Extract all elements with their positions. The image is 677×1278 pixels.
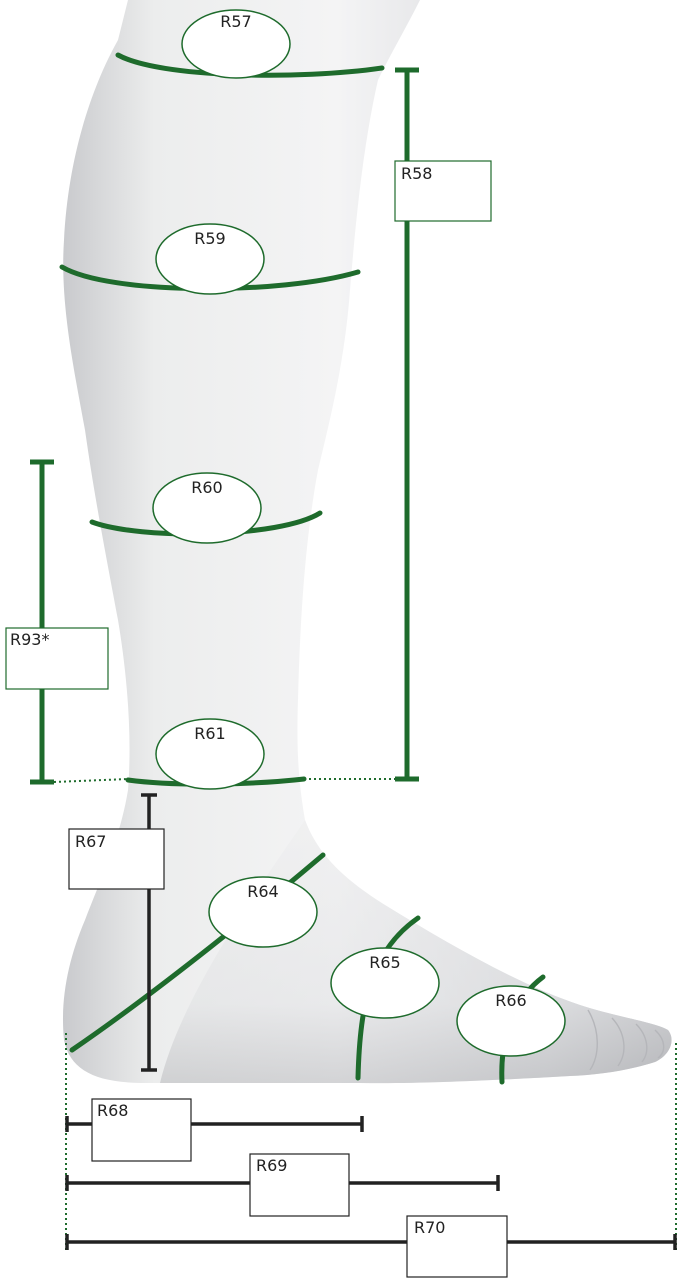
guide-ankle-left <box>54 779 128 782</box>
field-r61[interactable]: R61 <box>156 719 264 789</box>
field-r61-label: R61 <box>194 724 225 743</box>
field-r66[interactable]: R66 <box>457 986 565 1056</box>
leg-silhouette <box>63 0 672 1083</box>
field-r93-label: R93* <box>10 630 49 649</box>
field-r58-label: R58 <box>401 164 432 183</box>
field-r70[interactable]: R70 <box>407 1216 507 1277</box>
field-r65-label: R65 <box>369 953 400 972</box>
field-r93[interactable]: R93* <box>6 628 108 689</box>
field-r64-label: R64 <box>247 882 278 901</box>
field-r68[interactable]: R68 <box>92 1099 191 1161</box>
field-r69[interactable]: R69 <box>250 1154 349 1216</box>
field-r58[interactable]: R58 <box>395 161 491 221</box>
field-r59[interactable]: R59 <box>156 224 264 294</box>
field-r57-label: R57 <box>220 12 251 31</box>
field-r70-label: R70 <box>414 1218 445 1237</box>
field-r65[interactable]: R65 <box>331 948 439 1018</box>
field-r67[interactable]: R67 <box>69 829 164 889</box>
field-r57[interactable]: R57 <box>182 10 290 78</box>
field-r59-label: R59 <box>194 229 225 248</box>
field-r60-label: R60 <box>191 478 222 497</box>
field-r67-label: R67 <box>75 832 106 851</box>
field-r60[interactable]: R60 <box>153 473 261 543</box>
field-r68-label: R68 <box>97 1101 128 1120</box>
field-r64[interactable]: R64 <box>209 877 317 947</box>
field-r66-label: R66 <box>495 991 526 1010</box>
field-r69-label: R69 <box>256 1156 287 1175</box>
